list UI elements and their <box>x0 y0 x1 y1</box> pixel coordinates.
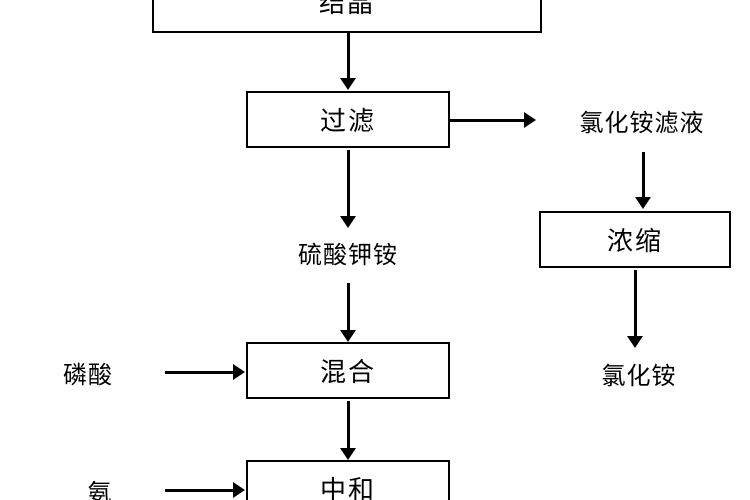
node-mix: 混合 <box>246 342 450 399</box>
arrow-sulfate-to-mix <box>339 283 357 342</box>
node-neutralize: 中和 <box>246 460 450 500</box>
label-ammonium-chloride: 氯化铵 <box>574 355 704 391</box>
node-neutralize-label: 中和 <box>319 476 376 500</box>
node-filter-label: 过滤 <box>319 107 376 137</box>
arrow-filter-to-potassium-ammonium-sulfate <box>339 150 357 228</box>
arrow-concentrate-to-ammonium-chloride <box>626 270 644 348</box>
arrow-crystallize-to-filter <box>339 33 357 90</box>
label-ammonia-text: 氨 <box>87 478 113 500</box>
arrow-mix-to-neutralize <box>339 401 357 460</box>
node-concentrate: 浓缩 <box>539 211 731 268</box>
node-crystallize: 结晶 <box>152 0 542 33</box>
arrow-filtrate-to-concentrate <box>634 152 652 209</box>
label-ammonium-chloride-filtrate: 氯化铵滤液 <box>536 102 748 138</box>
arrow-filter-to-ammonium-chloride-filtrate <box>450 111 536 129</box>
node-concentrate-label: 浓缩 <box>606 227 663 257</box>
label-phosphoric-acid: 磷酸 <box>38 354 138 390</box>
label-potassium-ammonium-sulfate: 硫酸钾铵 <box>262 234 434 270</box>
arrow-phosphoric-acid-to-mix <box>165 363 245 381</box>
node-filter: 过滤 <box>246 91 450 148</box>
label-ammonium-chloride-filtrate-text: 氯化铵滤液 <box>579 108 705 137</box>
node-mix-label: 混合 <box>319 358 376 388</box>
label-ammonia: 氨 <box>70 472 130 500</box>
arrow-ammonia-to-neutralize <box>165 481 245 499</box>
label-phosphoric-acid-text: 磷酸 <box>63 360 113 389</box>
label-ammonium-chloride-text: 氯化铵 <box>601 361 677 390</box>
label-potassium-ammonium-sulfate-text: 硫酸钾铵 <box>298 240 398 269</box>
node-crystallize-label: 结晶 <box>318 0 375 19</box>
